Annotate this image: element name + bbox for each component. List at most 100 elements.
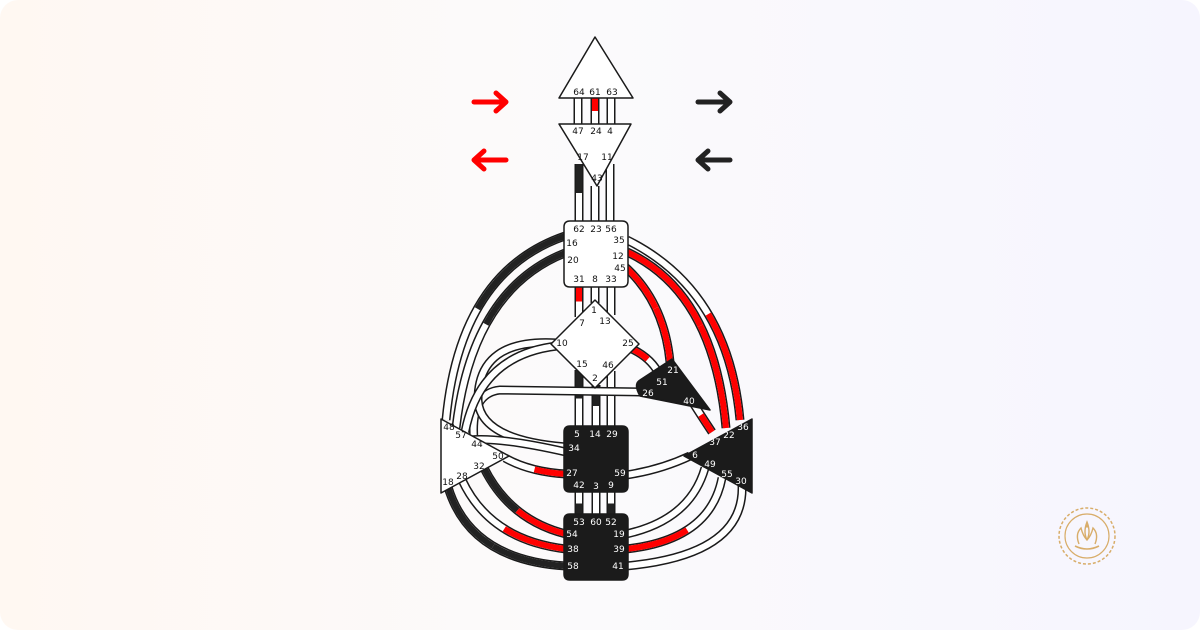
gate-label-8: 8 <box>592 275 598 285</box>
gate-label-35: 35 <box>613 236 624 246</box>
gate-label-15: 15 <box>576 360 587 370</box>
gate-label-46: 46 <box>602 361 614 371</box>
gate-label-38: 38 <box>567 545 579 555</box>
gate-label-32: 32 <box>473 462 484 472</box>
gate-label-19: 19 <box>613 530 625 540</box>
channel-59-6 <box>625 451 692 480</box>
gate-label-21: 21 <box>667 366 678 376</box>
gate-label-42: 42 <box>573 481 584 491</box>
channel-16-48 <box>441 231 567 421</box>
gate-label-7: 7 <box>579 319 585 329</box>
gate-label-50: 50 <box>492 452 504 462</box>
gate-label-13: 13 <box>599 317 610 327</box>
gate-label-33: 33 <box>605 275 616 285</box>
gate-label-14: 14 <box>589 430 601 440</box>
gate-label-62: 62 <box>573 225 584 235</box>
gate-label-11: 11 <box>601 153 612 163</box>
gate-label-17: 17 <box>577 153 588 163</box>
lotus-spiral-badge-icon <box>1058 507 1116 565</box>
channel-39-55 <box>625 477 727 554</box>
gate-label-23: 23 <box>590 225 601 235</box>
activation-gate-54 <box>481 466 567 537</box>
activation-gate-32 <box>481 466 567 537</box>
gate-label-49: 49 <box>704 460 716 470</box>
activation-gate-27 <box>503 455 567 477</box>
gate-label-61: 61 <box>589 88 600 98</box>
arrow-right-icon <box>717 90 733 114</box>
arrow-left-icon <box>695 148 711 172</box>
gate-label-57: 57 <box>455 431 466 441</box>
activation-gate-39 <box>625 477 725 552</box>
channel-18-58 <box>443 485 567 571</box>
activation-gate-45 <box>620 261 673 363</box>
activation-gate-12 <box>625 249 729 429</box>
gate-label-43: 43 <box>591 174 602 184</box>
channel-12-22 <box>625 247 731 429</box>
channel-41-30 <box>625 484 747 571</box>
gate-label-9: 9 <box>608 481 614 491</box>
activation-gate-20 <box>453 250 567 429</box>
gate-label-40: 40 <box>683 397 695 407</box>
channel-20-57 <box>451 248 567 429</box>
channel-28-38 <box>457 478 567 554</box>
gate-label-20: 20 <box>567 256 579 266</box>
activation-gate-16 <box>443 233 566 421</box>
gate-label-26: 26 <box>642 389 654 399</box>
gate-label-27: 27 <box>566 469 577 479</box>
gate-label-58: 58 <box>567 562 579 572</box>
gate-label-59: 59 <box>614 469 626 479</box>
arrow-right-icon <box>493 90 509 114</box>
gate-label-28: 28 <box>456 472 468 482</box>
gate-label-22: 22 <box>723 431 734 441</box>
activation-gate-37 <box>687 396 715 434</box>
gate-label-39: 39 <box>613 545 625 555</box>
gate-label-12: 12 <box>612 252 623 262</box>
gate-label-34: 34 <box>568 444 580 454</box>
center-ajna: 47 24 4 17 11 43 <box>558 123 632 187</box>
gate-label-53: 53 <box>573 518 584 528</box>
gate-label-4: 4 <box>607 127 613 137</box>
activation-gate-36 <box>625 237 743 421</box>
gate-label-52: 52 <box>605 518 616 528</box>
gate-label-5: 5 <box>574 430 580 440</box>
arrow-left-top <box>471 90 509 114</box>
gate-label-47: 47 <box>572 127 583 137</box>
gate-label-2: 2 <box>592 374 598 384</box>
gate-label-24: 24 <box>590 127 602 137</box>
gate-label-37: 37 <box>709 438 720 448</box>
channel-27-50 <box>502 454 567 479</box>
gate-label-55: 55 <box>721 470 732 480</box>
activation-gate-38 <box>459 478 567 552</box>
gate-label-45: 45 <box>614 264 625 274</box>
activation-gate-21 <box>620 261 673 363</box>
gate-label-51: 51 <box>656 378 667 388</box>
channel-19-49 <box>625 466 710 539</box>
channel-10-57 <box>460 341 558 433</box>
gate-label-41: 41 <box>612 562 623 572</box>
gate-label-56: 56 <box>605 225 617 235</box>
gate-label-10: 10 <box>556 339 568 349</box>
gate-label-48: 48 <box>443 423 455 433</box>
arrow-right-bottom <box>695 148 733 172</box>
channel-32-54 <box>479 465 568 539</box>
gate-label-25: 25 <box>622 339 633 349</box>
channel-21-45 <box>619 260 675 363</box>
activation-gate-22 <box>625 249 729 429</box>
gate-label-3: 3 <box>593 482 599 492</box>
arrows-layer <box>471 90 733 172</box>
gate-label-30: 30 <box>735 477 747 487</box>
arrow-left-icon <box>471 148 487 172</box>
arrow-left-bottom <box>471 148 509 172</box>
gate-label-44: 44 <box>471 440 483 450</box>
gate-label-6: 6 <box>692 451 698 461</box>
channel-35-36 <box>625 235 745 421</box>
activation-gate-58 <box>445 486 567 569</box>
